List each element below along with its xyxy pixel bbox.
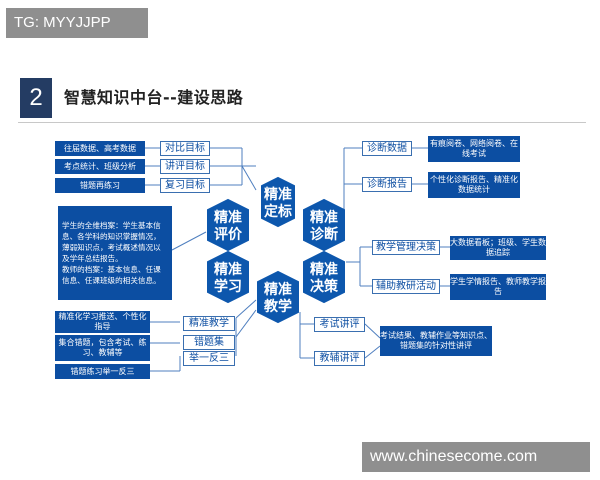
decision-research-detail: 学生学情报告、教师教学报告 xyxy=(450,274,546,300)
diagnosis-data-detail: 有痕阅卷、网络阅卷、在线考试 xyxy=(428,136,520,162)
hexagon-group xyxy=(207,176,345,324)
watermark: www.chinesecome.com xyxy=(362,442,590,472)
page-title: 智慧知识中台--建设思路 xyxy=(64,88,244,107)
teaching-detail: 考试结果、教辅作业等知识点、错题集的针对性讲评 xyxy=(380,326,492,356)
target-revision: 复习目标 xyxy=(160,178,210,193)
connector xyxy=(235,309,257,338)
hex-lower-left-line1: 精准 xyxy=(214,261,242,278)
target-detail-revision: 错题再练习 xyxy=(55,178,145,193)
hexagon-lower-right xyxy=(303,250,345,304)
connector xyxy=(364,323,381,339)
profile-text: 学生的全维档案：学生基本信息、各学科的知识掌握情况，薄弱知识点，考试概述情况以及… xyxy=(58,206,172,300)
diagnosis-report-detail: 个性化诊断报告、精准化数据统计 xyxy=(428,172,520,198)
target-compare: 对比目标 xyxy=(160,141,210,156)
learning-detail-analogy: 错题练习举一反三 xyxy=(55,364,150,379)
decision-research: 辅助教研活动 xyxy=(372,279,440,294)
teaching-aux-review: 教辅讲评 xyxy=(314,351,365,366)
learning-detail-errors: 集合错题，包含考试、练习、教辅等 xyxy=(55,335,150,361)
hex-upper-right-line1: 精准 xyxy=(310,209,338,226)
target-detail-compare: 往届数据、高考数据 xyxy=(55,141,145,156)
decision-management: 教学管理决策 xyxy=(372,240,440,255)
tag-label: TG: MYYJJPP xyxy=(6,8,148,38)
connector xyxy=(364,345,381,359)
hex-bottom-line1: 精准 xyxy=(264,281,292,298)
target-review: 讲评目标 xyxy=(160,159,210,174)
learning-errors: 错题集 xyxy=(183,335,235,350)
hexagon-upper-left xyxy=(207,198,249,252)
hex-upper-left-line2: 评价 xyxy=(214,227,243,243)
diagnosis-data: 诊断数据 xyxy=(362,141,412,156)
section-number: 2 xyxy=(20,78,52,118)
hex-upper-left-line1: 精准 xyxy=(214,209,242,226)
title-divider xyxy=(18,122,586,123)
connector xyxy=(241,165,257,191)
hex-bottom-line2: 教学 xyxy=(264,298,292,315)
diagnosis-report: 诊断报告 xyxy=(362,177,412,192)
hexagon-lower-left xyxy=(207,250,249,304)
connector xyxy=(235,299,257,319)
hex-lower-right-line1: 精准 xyxy=(310,261,338,278)
hex-upper-right-line2: 诊断 xyxy=(310,226,338,243)
learning-detail-precision: 精准化学习推送、个性化指导 xyxy=(55,311,150,333)
decision-management-detail: 大数据看板；班级、学生数据追踪 xyxy=(450,236,546,260)
learning-precision: 精准教学 xyxy=(183,316,235,331)
learning-analogy: 举一反三 xyxy=(183,351,235,366)
hex-lower-left-line2: 学习 xyxy=(214,278,242,295)
hexagon-top xyxy=(261,176,295,228)
hex-lower-right-line2: 决策 xyxy=(310,278,339,295)
hexagon-bottom xyxy=(257,270,299,324)
hex-top-line1: 精准 xyxy=(264,186,292,203)
teaching-exam-review: 考试讲评 xyxy=(314,317,365,332)
hex-top-line2: 定标 xyxy=(264,203,292,220)
hexagon-upper-right xyxy=(303,198,345,252)
target-detail-review: 考点统计、班级分析 xyxy=(55,159,145,174)
connector xyxy=(171,231,207,251)
